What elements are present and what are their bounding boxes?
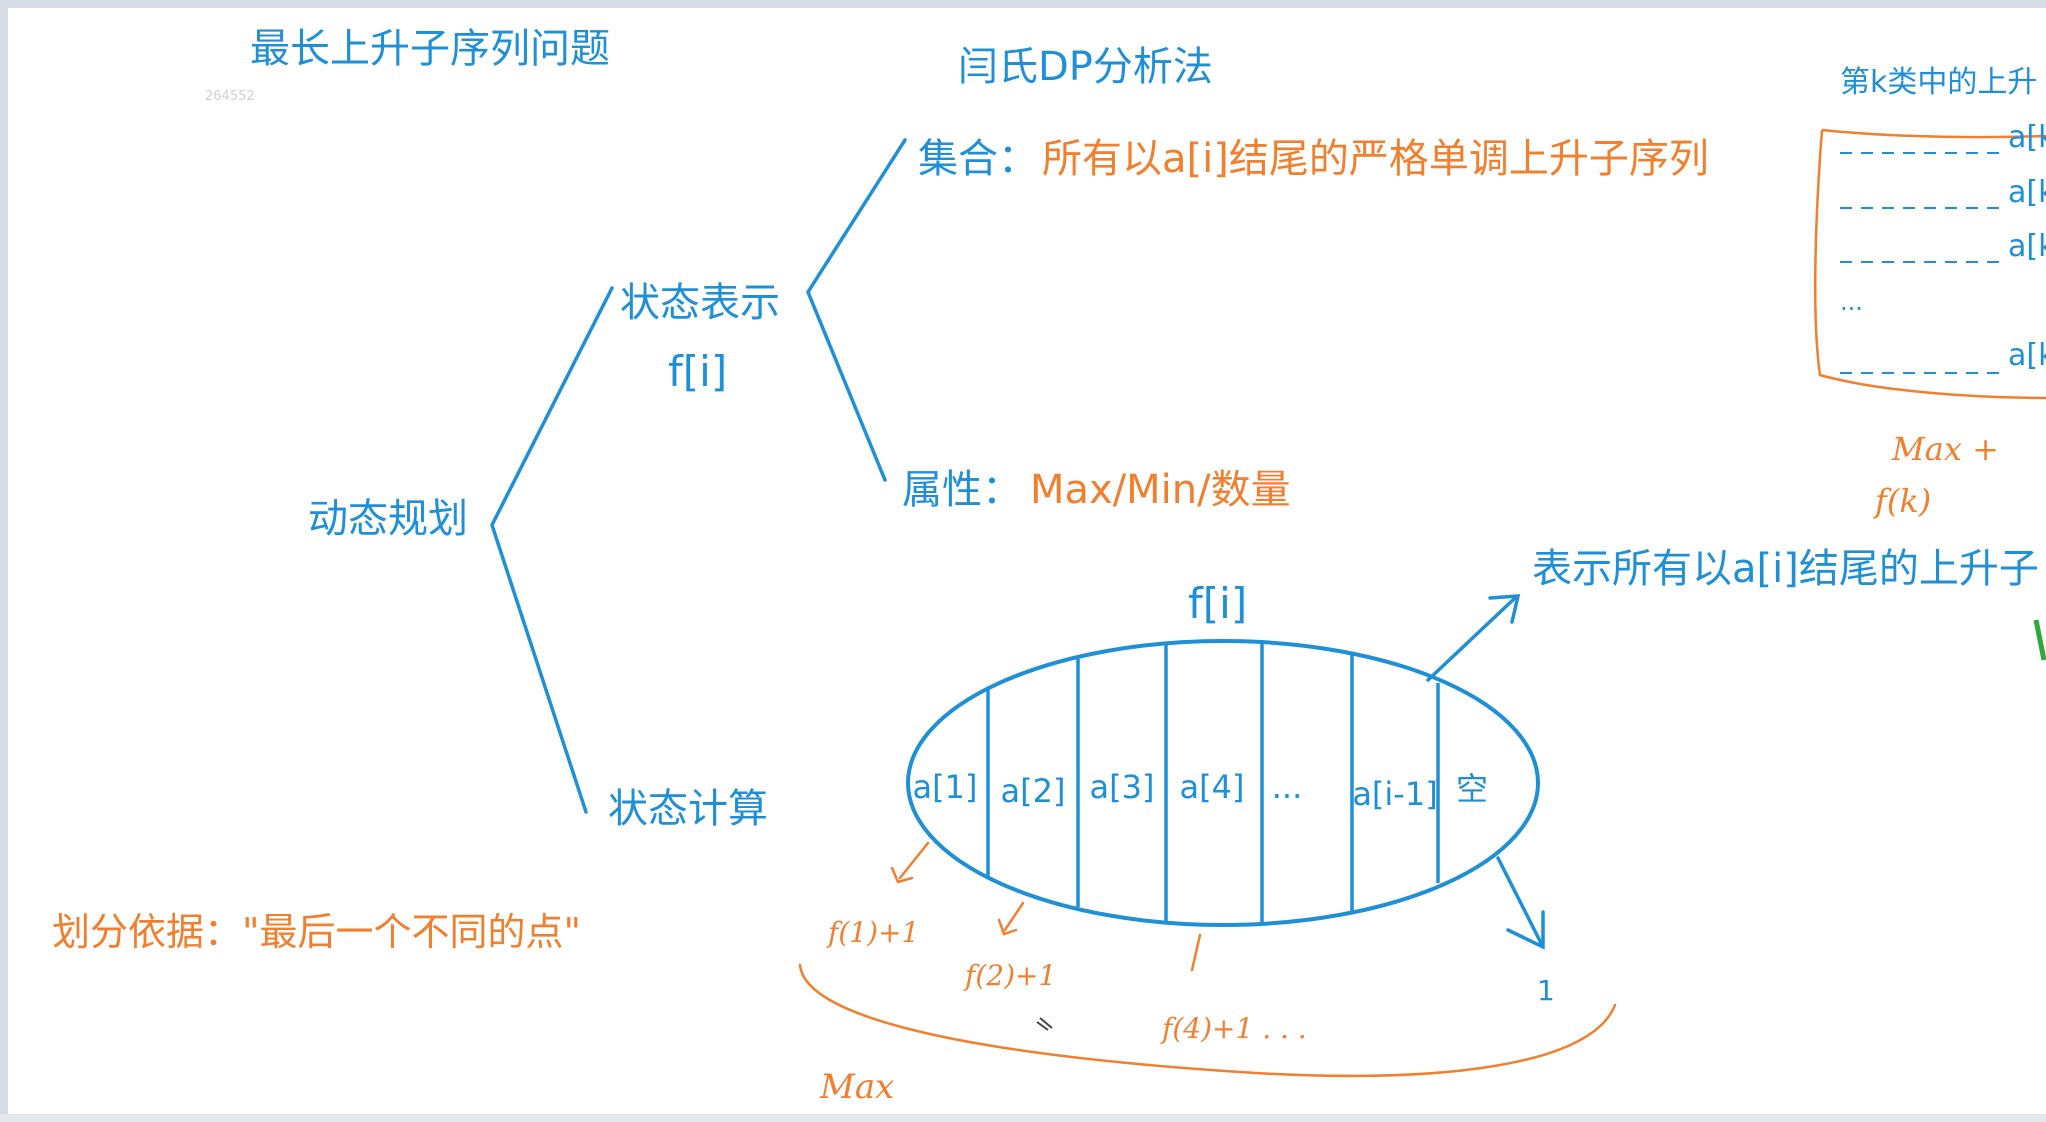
hand-f2: f(2)+1 (963, 959, 1056, 992)
hand-tick-4 (1190, 933, 1202, 972)
hand-max-bottom: Max (819, 1067, 894, 1107)
hand-max-right: Max + (1891, 430, 1999, 468)
hand-strokes (798, 841, 1617, 1078)
hand-arrow-1-head (890, 866, 914, 884)
attribute-value: Max/Min/数量 (1030, 467, 1291, 513)
state-label: 状态表示 (620, 280, 780, 326)
set-value: 所有以a[i]结尾的严格单调上升子序列 (1042, 136, 1709, 182)
kbox-row-5: a[k (2008, 338, 2046, 373)
kbox-title: 第k类中的上升 (1840, 65, 2037, 100)
cell-empty: 空 (1456, 770, 1488, 808)
arrow-empty (1496, 856, 1544, 947)
root-node: 动态规划 (308, 496, 468, 542)
arrow-represent (1426, 596, 1517, 682)
title: 最长上升子序列问题 (250, 26, 610, 72)
kbox-dash-lines (1840, 152, 2000, 374)
hand-arrow-2-head (997, 918, 1018, 936)
window-frame-top (0, 0, 2046, 8)
ellipse-dividers (986, 641, 1440, 925)
cell-ellipsis: ... (1272, 768, 1303, 806)
kbox-outline (1813, 128, 2046, 400)
arrow-empty-head (1506, 910, 1545, 950)
watermark: 264552 (205, 89, 255, 104)
empty-result: 1 (1537, 974, 1555, 1007)
ellipse-label: f[i] (1188, 579, 1247, 628)
kbox-row-4: ... (1840, 288, 1863, 316)
method-title: 闫氏DP分析法 (958, 44, 1213, 90)
arrow-represent-head (1488, 594, 1521, 624)
attribute-label: 属性： (902, 467, 1022, 513)
pen-cursor-icon (1036, 1017, 1053, 1031)
cell-a3: a[3] (1090, 768, 1155, 806)
kbox-row-2: a[k (2008, 175, 2046, 210)
branch-state (806, 138, 907, 482)
ellipse-arrows (1426, 594, 1545, 950)
window-frame-bottom (0, 1114, 2046, 1122)
cell-a1: a[1] (913, 768, 978, 806)
cell-a4: a[4] (1180, 768, 1245, 806)
hand-brace (798, 963, 1617, 1078)
branch-root (490, 286, 614, 814)
kbox-row-1: a[k (2008, 120, 2046, 155)
hand-arrow-1 (898, 841, 930, 880)
state-symbol: f[i] (668, 347, 727, 396)
cell-ai-1: a[i-1] (1352, 775, 1437, 813)
cell-a2: a[2] (1001, 772, 1066, 810)
window-frame-left (0, 0, 8, 1122)
kbox-row-3: a[k (2008, 229, 2046, 264)
compute-label: 状态计算 (608, 786, 768, 832)
hand-fk: f(k) (1873, 482, 1931, 520)
hand-f4: f(4)+1 . . . (1160, 1012, 1307, 1045)
ellipse-outline (906, 639, 1540, 927)
represent-text: 表示所有以a[i]结尾的上升子 (1532, 546, 2039, 592)
hand-f1: f(1)+1 (826, 916, 919, 949)
basis-text: 划分依据："最后一个不同的点" (52, 910, 581, 954)
green-mark (2033, 619, 2046, 661)
hand-arrow-2 (1003, 901, 1025, 932)
partition-ellipse: a[1] a[2] a[3] a[4] ... a[i-1] 空 (906, 639, 1540, 927)
tree-branches (490, 138, 907, 814)
set-label: 集合： (918, 136, 1038, 182)
